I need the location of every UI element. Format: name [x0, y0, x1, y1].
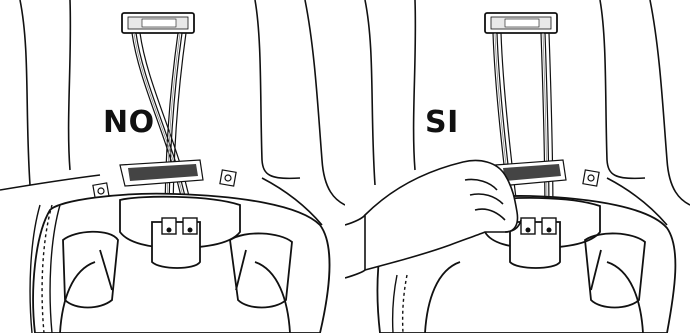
helmet-back-illustration-incorrect: [0, 0, 345, 333]
label-correct: SI: [425, 108, 459, 138]
connector-plug: [485, 13, 557, 33]
panel-correct-routing: SI: [345, 0, 690, 333]
screw-right: [220, 170, 236, 186]
helmet-back-padding: [33, 194, 329, 333]
screw-right: [583, 170, 599, 186]
label-incorrect: NO: [103, 108, 155, 138]
connector-plug: [122, 13, 194, 33]
helmet-back-illustration-correct: [345, 0, 690, 333]
panel-incorrect-routing: NO: [0, 0, 345, 333]
brand-sticker: [120, 160, 203, 186]
